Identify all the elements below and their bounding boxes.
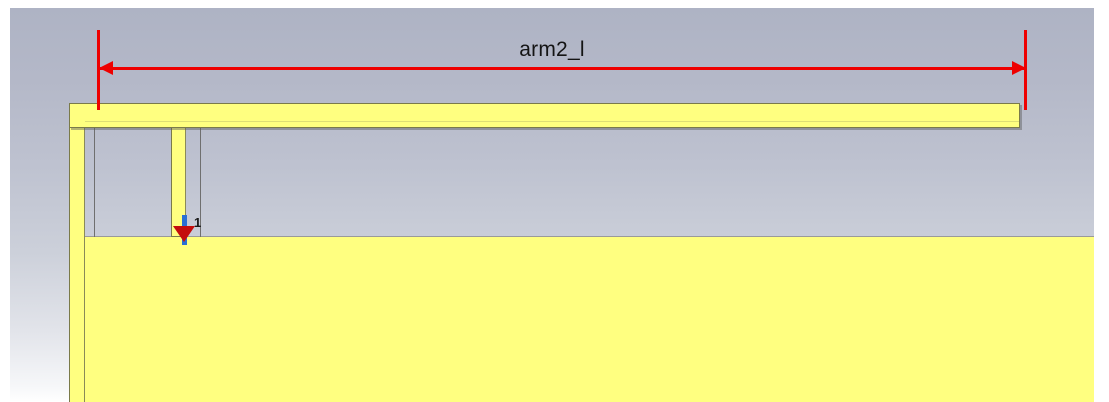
constraint-marker-triangle-icon [173,226,195,242]
dimension-label[interactable]: arm2_l [519,38,585,61]
middle-column-inner-edge [185,103,186,237]
dimension-arrow-right-icon [1012,61,1026,75]
dimension-arrow-left-icon [99,61,113,75]
cad-3d-viewport[interactable]: arm2_l 1 [10,8,1094,402]
model-part-left-column[interactable] [69,103,85,402]
left-column-inner-edge [84,103,85,402]
constraint-marker-label: 1 [194,215,202,230]
silhouette-edge-horizontal [69,236,1094,237]
dimension-line[interactable] [100,67,1025,70]
silhouette-edge-left [94,104,95,237]
constraint-marker[interactable] [173,215,195,247]
silhouette-edge-middle [200,104,201,237]
dimension-extension-line-left [97,30,100,110]
model-part-base-block[interactable] [69,236,1094,402]
top-beam-inner-edge [85,121,1019,122]
model-part-top-beam[interactable] [69,103,1020,128]
